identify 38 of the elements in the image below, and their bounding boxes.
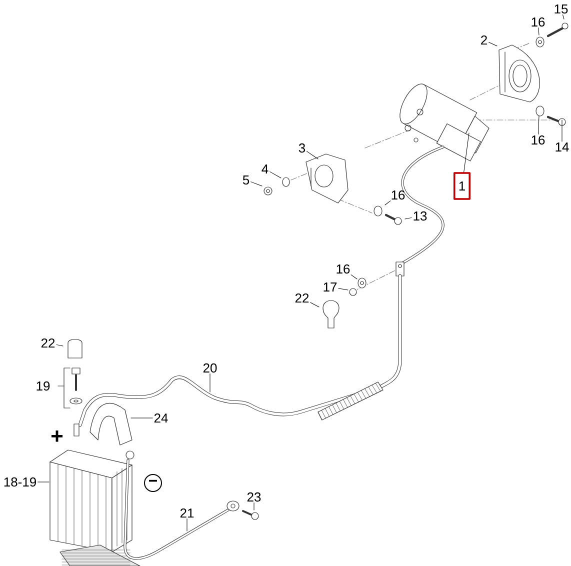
callout-number: 22: [295, 293, 309, 303]
leader-line: [338, 288, 348, 290]
callout-number: 14: [556, 142, 569, 152]
plus-sign: +: [52, 430, 63, 442]
callout-number: 13: [414, 211, 427, 221]
leader-line: [56, 344, 64, 346]
callout-number: 19: [36, 381, 50, 391]
callout-number: 24: [154, 413, 168, 423]
leader-line: [270, 171, 282, 178]
callout-number: 17: [324, 282, 337, 292]
leader-line: [350, 274, 358, 280]
leader-line: [562, 14, 564, 20]
callout-number: 20: [203, 363, 217, 373]
callout-number: 5: [242, 175, 250, 185]
callout-number: 21: [180, 508, 194, 518]
callout-number: 3: [298, 143, 306, 153]
leader-line: [186, 518, 188, 532]
callout-number: 4: [262, 164, 268, 174]
callout-number: 15: [554, 4, 568, 14]
callout-number: 23: [247, 492, 261, 502]
callout-number: 16: [392, 190, 405, 200]
leader-line: [250, 182, 262, 186]
leader-line: [306, 151, 318, 160]
leader-line: [488, 42, 498, 46]
leader-line: [384, 200, 391, 206]
callout-number: 1: [453, 172, 471, 200]
callout-number: 16: [532, 135, 545, 145]
callout-number: 2: [481, 35, 487, 45]
leader-line: [464, 132, 470, 172]
callout-number: 16: [336, 264, 350, 274]
callout-number: 22: [41, 338, 55, 348]
callout-number: 18-19: [4, 477, 36, 487]
callout-number: 16: [532, 17, 545, 27]
leader-line: [310, 302, 320, 308]
leader-line: [538, 28, 540, 36]
leader-line: [538, 116, 540, 134]
minus-sign: −: [144, 474, 162, 492]
leader-line: [404, 217, 412, 220]
